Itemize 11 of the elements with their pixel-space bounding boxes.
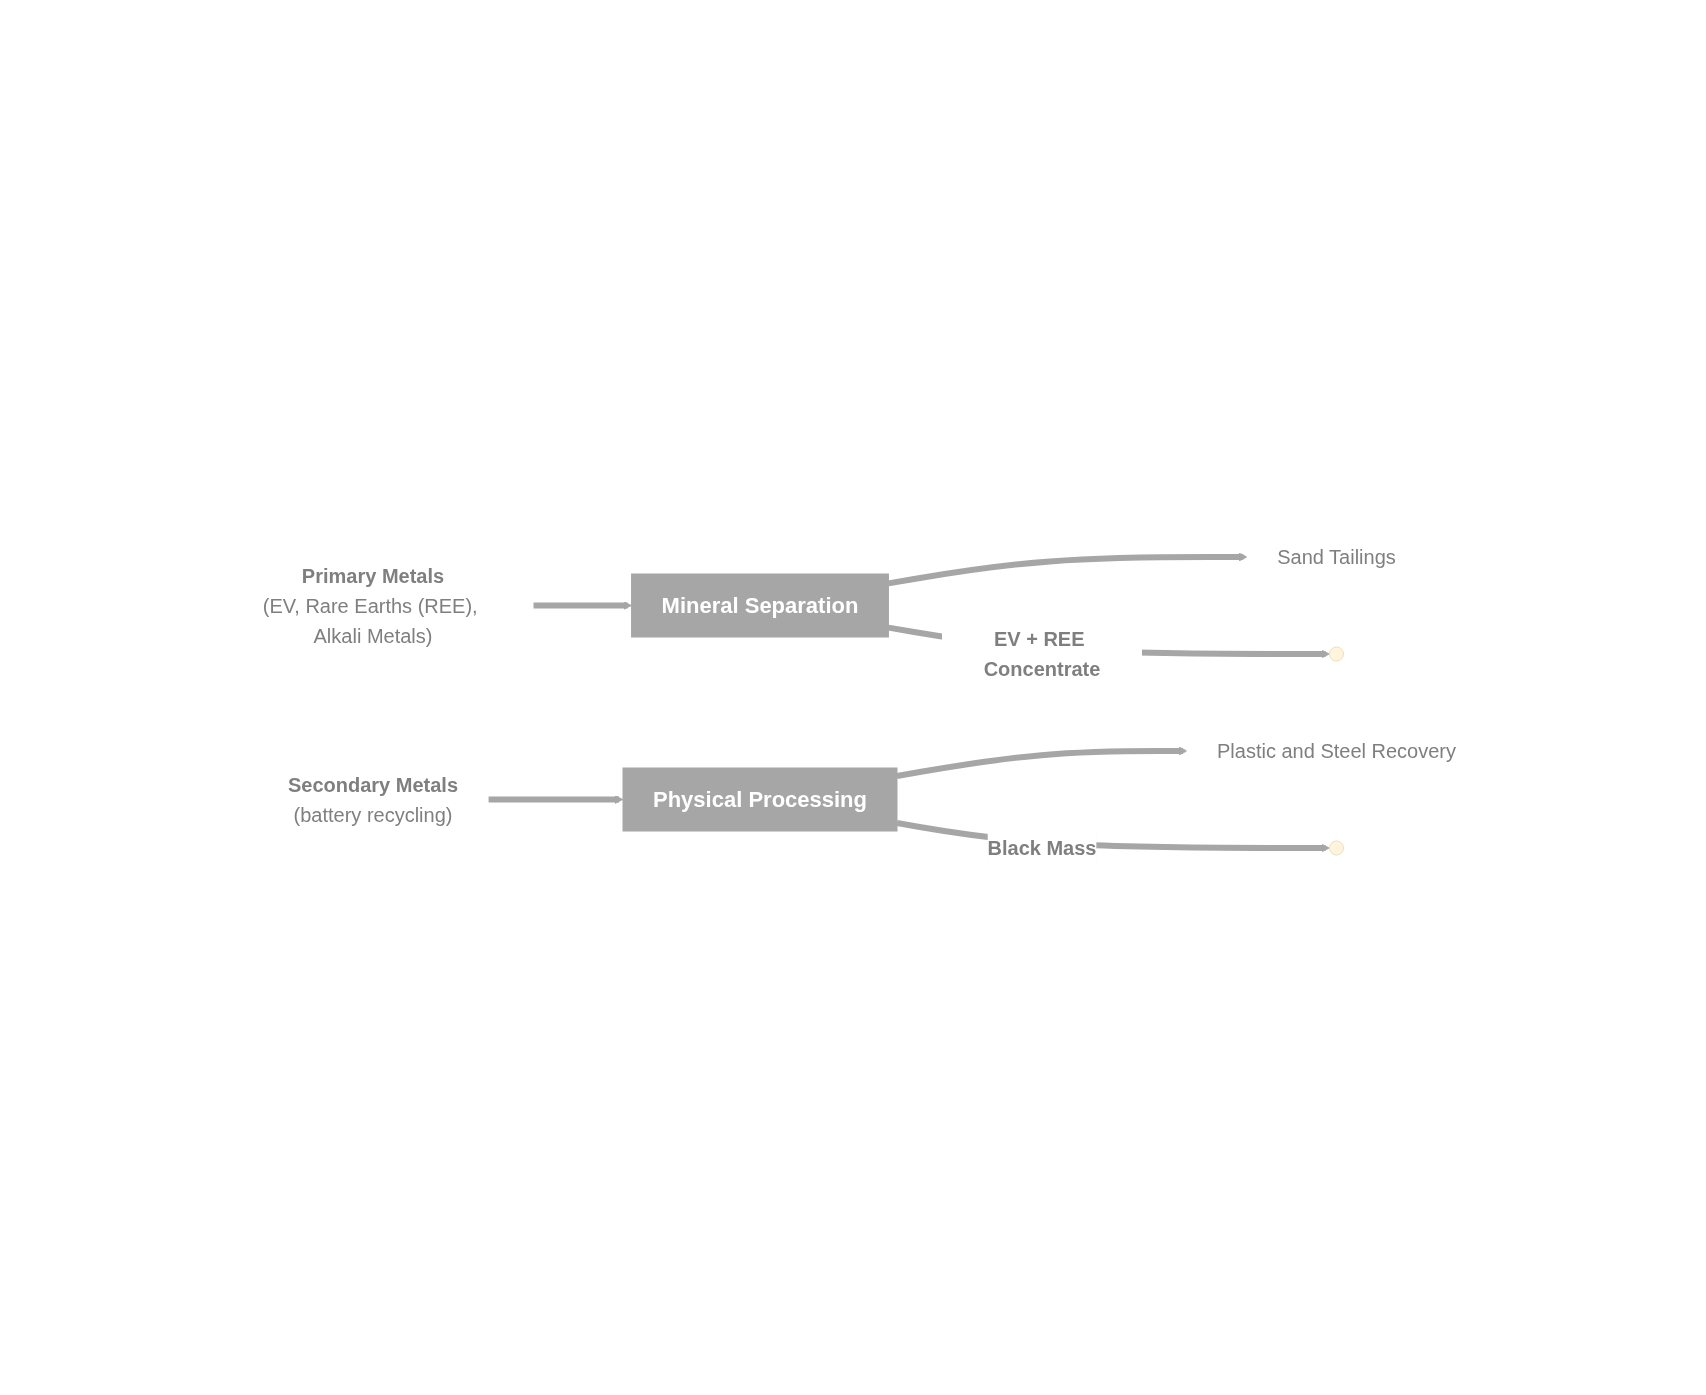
node-box xyxy=(623,767,898,832)
arrow xyxy=(488,795,624,804)
edge-label: EV + REE Concentrate xyxy=(984,628,1101,680)
arrow xyxy=(896,746,1188,779)
node-text: Plastic and Steel Recovery xyxy=(1217,740,1457,762)
edge-label: Black Mass xyxy=(988,837,1097,859)
node-text: Sand Tailings xyxy=(1277,546,1397,568)
arrow xyxy=(533,601,633,610)
node-box xyxy=(631,573,890,638)
node-text: Secondary Metals (battery recycling) xyxy=(288,773,459,826)
node-text: Primary Metals (EV, Rare Earths (REE), Alkali Metals) xyxy=(263,564,479,647)
